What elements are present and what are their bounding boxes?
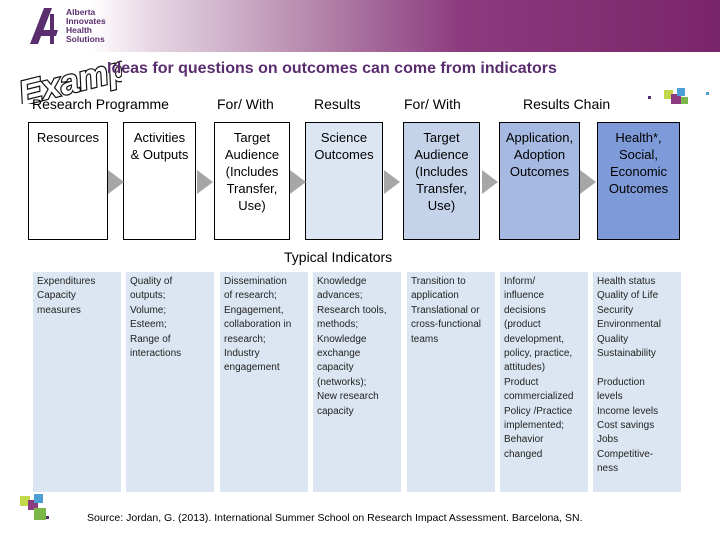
indicator-column-health-outcomes: Health status Quality of Life Security E… bbox=[593, 272, 681, 492]
indicator-column-target-audience-1: Dissemination of research; Engagement, c… bbox=[220, 272, 308, 492]
indicator-column-resources: Expenditures Capacity measures bbox=[33, 272, 121, 492]
arrow-right-icon bbox=[108, 170, 124, 194]
logo-text: Alberta Innovates Health Solutions bbox=[66, 7, 106, 44]
label-for-with-1: For/ With bbox=[217, 96, 274, 112]
arrow-right-icon bbox=[384, 170, 400, 194]
box-target-audience-1: Target Audience (Includes Transfer, Use) bbox=[214, 122, 290, 240]
header-band bbox=[0, 0, 720, 52]
box-target-audience-1-label: Target Audience (Includes Transfer, Use) bbox=[224, 130, 280, 213]
page-title: Ideas for questions on outcomes can come… bbox=[107, 60, 557, 77]
box-health-social-economic: Health*, Social, Economic Outcomes bbox=[597, 122, 680, 240]
box-resources: Resources bbox=[28, 122, 108, 240]
box-resources-label: Resources bbox=[36, 130, 100, 145]
indicator-column-activities: Quality of outputs; Volume; Esteem; Rang… bbox=[126, 272, 214, 492]
logo: Alberta Innovates Health Solutions bbox=[30, 6, 120, 50]
box-target-audience-2-label: Target Audience (Includes Transfer, Use) bbox=[414, 130, 469, 213]
indicator-column-application: Inform/ influence decisions (product dev… bbox=[500, 272, 588, 492]
label-results-chain: Results Chain bbox=[523, 96, 611, 112]
source-citation: Source: Jordan, G. (2013). International… bbox=[87, 512, 583, 524]
indicator-column-target-audience-2: Transition to application Translational … bbox=[407, 272, 495, 492]
box-health-social-economic-label: Health*, Social, Economic Outcomes bbox=[608, 130, 669, 196]
arrow-right-icon bbox=[580, 170, 596, 194]
typical-indicators-label: Typical Indicators bbox=[284, 249, 393, 265]
aihs-logo-mark-icon bbox=[30, 8, 58, 44]
label-research-programme: Research Programme bbox=[32, 96, 169, 112]
arrow-right-icon bbox=[197, 170, 213, 194]
box-activities-outputs: Activities & Outputs bbox=[123, 122, 196, 240]
box-science-outcomes-label: Science Outcomes bbox=[314, 130, 374, 162]
example-stamp-text: Example bbox=[15, 42, 122, 104]
label-results: Results bbox=[314, 96, 361, 112]
example-stamp: Example bbox=[14, 42, 122, 104]
arrow-right-icon bbox=[482, 170, 498, 194]
box-application-adoption-label: Application, Adoption Outcomes bbox=[505, 130, 574, 179]
box-target-audience-2: Target Audience (Includes Transfer, Use) bbox=[403, 122, 480, 240]
decorative-squares-icon bbox=[20, 494, 49, 520]
indicator-column-science-outcomes: Knowledge advances; Research tools, meth… bbox=[313, 272, 401, 492]
decorative-squares-icon bbox=[648, 88, 709, 104]
box-science-outcomes: Science Outcomes bbox=[305, 122, 383, 240]
arrow-right-icon bbox=[290, 170, 306, 194]
box-application-adoption: Application, Adoption Outcomes bbox=[499, 122, 580, 240]
box-activities-outputs-label: Activities & Outputs bbox=[130, 130, 189, 162]
label-for-with-2: For/ With bbox=[404, 96, 461, 112]
